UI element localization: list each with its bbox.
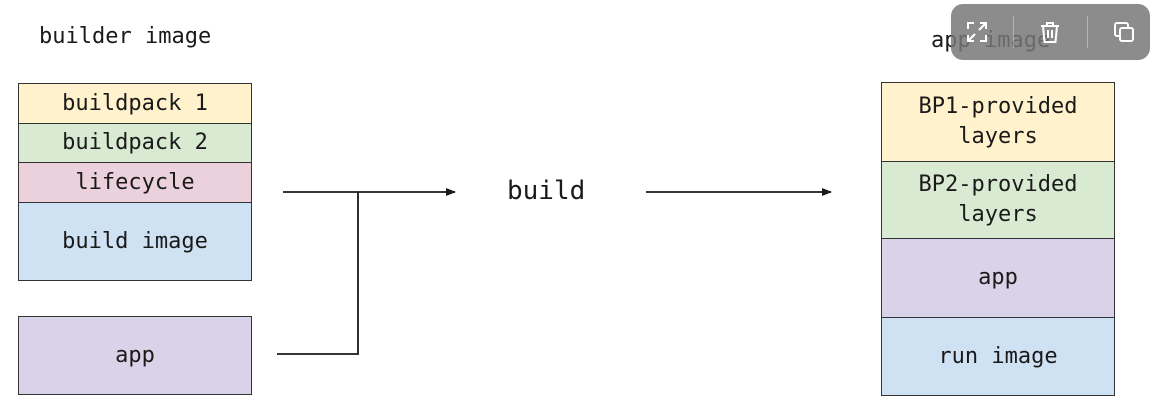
app-to-build-connector (277, 192, 359, 355)
builder-layer-buildpack-2: buildpack 2 (18, 123, 252, 163)
output-layer-bp2: BP2-provided layers (881, 161, 1115, 239)
image-toolbar (951, 4, 1150, 60)
output-layer-label: run image (938, 343, 1058, 369)
output-layer-label: BP1-provided layers (918, 94, 1078, 149)
copy-icon[interactable] (1108, 16, 1140, 48)
builder-layer-label: buildpack 1 (62, 90, 208, 116)
build-label: build (507, 176, 586, 206)
output-layer-run-image: run image (881, 317, 1115, 396)
builder-layer-label: lifecycle (75, 169, 195, 195)
toolbar-divider (1086, 16, 1088, 48)
output-layer-bp1: BP1-provided layers (881, 82, 1115, 162)
output-layer-label: BP2-provided layers (918, 172, 1078, 227)
output-layer-label: app (978, 265, 1018, 290)
builder-layer-lifecycle: lifecycle (18, 162, 252, 203)
app-source-box: app (18, 316, 252, 395)
expand-icon[interactable] (961, 16, 993, 48)
builder-layer-label: build image (62, 228, 208, 254)
output-layer-app: app (881, 238, 1115, 318)
builder-layer-label: buildpack 2 (62, 130, 208, 155)
app-source-label: app (115, 342, 155, 368)
builder-layer-buildpack-1: buildpack 1 (18, 83, 252, 124)
builder-image-title: builder image (39, 24, 212, 49)
trash-icon[interactable] (1034, 16, 1066, 48)
builder-layer-build-image: build image (18, 202, 252, 281)
toolbar-divider (1013, 16, 1015, 48)
